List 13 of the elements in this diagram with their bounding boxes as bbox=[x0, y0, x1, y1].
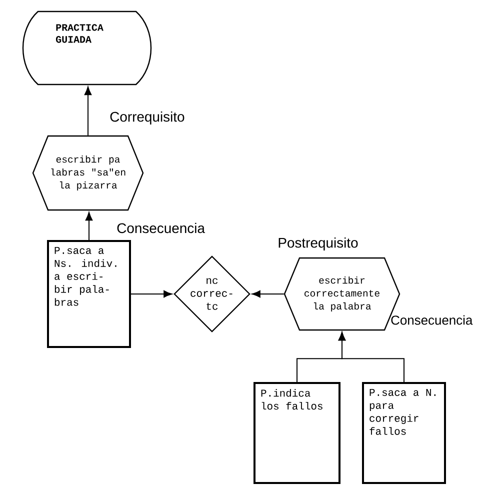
side-label: Postrequisito bbox=[278, 238, 358, 250]
arrow bbox=[130, 290, 172, 298]
hexagon-box: escribir pa labras "sa"en la pizarra bbox=[32, 135, 144, 211]
process-box: P.saca a N. para corregir fallos bbox=[362, 382, 446, 484]
arrow bbox=[338, 332, 404, 382]
process-box: P.saca a Ns. indiv. a escri- bir pala- bras bbox=[47, 240, 131, 348]
edge-label: Consecuencia bbox=[116, 222, 206, 234]
arrow bbox=[252, 290, 284, 298]
arrow bbox=[85, 212, 93, 240]
arrow bbox=[84, 86, 92, 136]
edge-label: Correquisito bbox=[108, 110, 186, 126]
process-box: P.indica los fallos bbox=[254, 382, 340, 484]
side-label: Consecuencia bbox=[391, 315, 473, 325]
